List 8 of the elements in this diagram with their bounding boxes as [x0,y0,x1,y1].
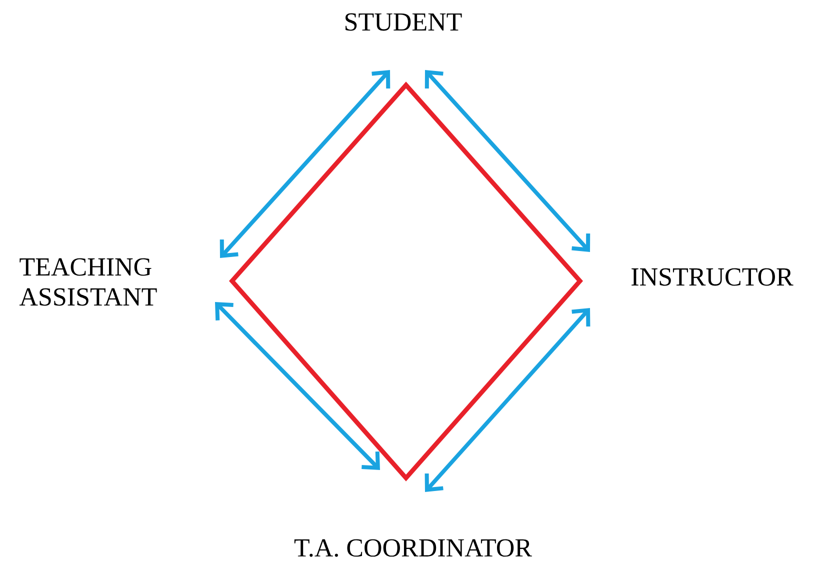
node-label: STUDENT [346,13,462,31]
arrow [215,302,380,470]
arrow [424,308,590,492]
node-label: TEACHING ASSISTANT [19,258,157,306]
arrow [220,70,390,258]
arrow [424,70,590,252]
node-label: INSTRUCTOR [632,268,794,286]
node-label: T.A. COORDINATOR [294,539,532,557]
